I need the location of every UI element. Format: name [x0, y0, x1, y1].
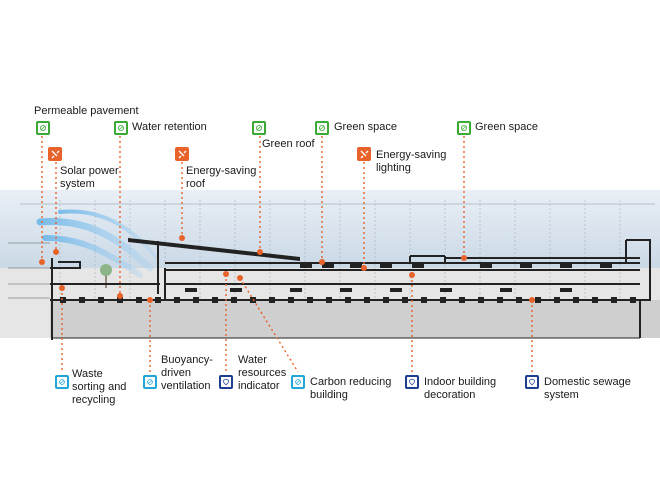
leaf-circle-icon [114, 121, 128, 135]
solar-roof [128, 238, 300, 261]
footing-block [136, 297, 142, 303]
label-permeable-pavement: Permeable pavement [34, 105, 139, 117]
footing-block [79, 297, 85, 303]
earth-below [50, 300, 660, 338]
footing-block [231, 297, 237, 303]
footing-block [364, 297, 370, 303]
leaf-circle-icon [252, 121, 266, 135]
recycle-icon [291, 375, 305, 389]
footing-block [459, 297, 465, 303]
recycle-icon [143, 375, 157, 389]
foundation-blocks [60, 297, 636, 303]
label-solar-power-system: Solar power system [60, 165, 119, 190]
airflow-arrow [36, 218, 154, 272]
tree [100, 264, 112, 288]
footing-block [383, 297, 389, 303]
label-waste-sorting: Waste sorting and recycling [72, 368, 127, 406]
label-water-retention: Water retention [132, 121, 207, 133]
footing-block [478, 297, 484, 303]
leader-dots [39, 235, 535, 303]
footing-block [269, 297, 275, 303]
leaf-circle-icon [36, 121, 50, 135]
label-domestic-sewage: Domestic sewage system [544, 376, 631, 401]
footing-block [554, 297, 560, 303]
label-green-space-1: Green space [334, 121, 397, 133]
label-green-roof: Green roof [262, 138, 315, 150]
footing-block [611, 297, 617, 303]
building-structure [50, 239, 651, 340]
shield-icon [525, 375, 539, 389]
leader-lines [41, 136, 533, 373]
footing-block [307, 297, 313, 303]
footing-block [573, 297, 579, 303]
footing-block [516, 297, 522, 303]
leaf-circle-icon [457, 121, 471, 135]
footing-block [117, 297, 123, 303]
footing-block [440, 297, 446, 303]
label-green-space-2: Green space [475, 121, 538, 133]
footing-block [193, 297, 199, 303]
plug-icon [357, 147, 371, 161]
leaf-circle-icon [315, 121, 329, 135]
shield-icon [405, 375, 419, 389]
label-indoor-decoration: Indoor building decoration [424, 376, 497, 401]
footing-block [535, 297, 541, 303]
footing-block [60, 297, 66, 303]
plug-icon [175, 147, 189, 161]
footing-block [497, 297, 503, 303]
label-water-resources: Water resources indicator [238, 354, 287, 392]
footing-block [174, 297, 180, 303]
level-markers [8, 242, 50, 299]
label-buoyancy-ventilation: Buoyancy- driven ventilation [161, 354, 213, 392]
footing-block [326, 297, 332, 303]
footing-block [345, 297, 351, 303]
label-energy-saving-roof: Energy-saving roof [186, 165, 257, 190]
footing-block [288, 297, 294, 303]
footing-block [630, 297, 636, 303]
footing-block [98, 297, 104, 303]
label-energy-saving-lighting: Energy-saving lighting [376, 149, 447, 174]
shield-icon [219, 375, 233, 389]
footing-block [421, 297, 427, 303]
footing-block [155, 297, 161, 303]
label-carbon-reducing: Carbon reducing building [310, 376, 392, 401]
recycle-icon [55, 375, 69, 389]
footing-block [402, 297, 408, 303]
footing-block [212, 297, 218, 303]
airflow-arrow [42, 235, 143, 278]
dimension-ticks [59, 200, 621, 300]
airflow-arrow [58, 209, 157, 258]
footing-block [592, 297, 598, 303]
plug-icon [48, 147, 62, 161]
vehicles [185, 264, 612, 292]
